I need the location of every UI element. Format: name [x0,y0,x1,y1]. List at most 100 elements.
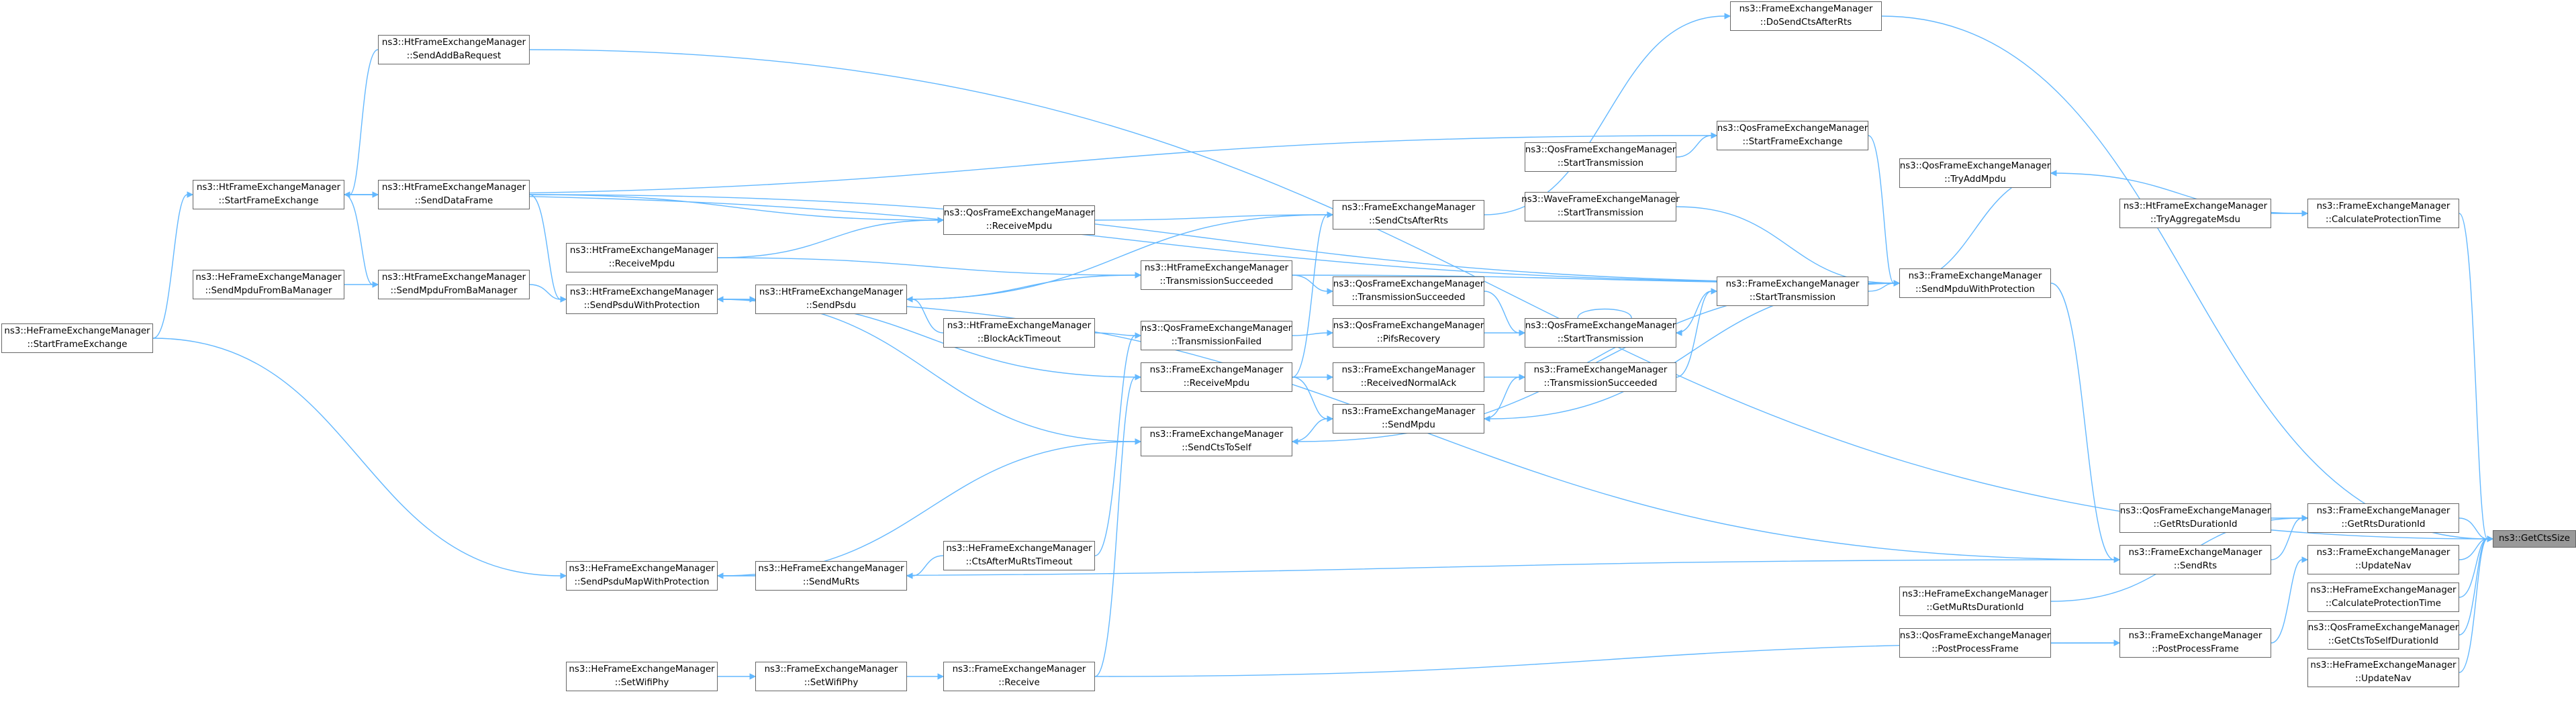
call-edge [1577,308,1632,319]
node-label-namespace: ns3::HtFrameExchangeManager [196,183,341,193]
function-node[interactable]: ns3::FrameExchangeManager::TransmissionS… [1525,362,1676,392]
call-edge [1868,135,1895,284]
edge-arrowhead [1291,438,1298,445]
edge-arrowhead [1675,330,1682,336]
function-node[interactable]: ns3::HtFrameExchangeManager::BlockAckTim… [943,318,1095,348]
function-node[interactable]: ns3::FrameExchangeManager::PostProcessFr… [2119,628,2271,658]
function-node[interactable]: ns3::QosFrameExchangeManager::GetRtsDura… [2119,503,2271,533]
function-node[interactable]: ns3::QosFrameExchangeManager::GetCtsToSe… [2307,620,2459,650]
function-node[interactable]: ns3::FrameExchangeManager::ReceiveMpdu [1141,362,1292,392]
function-node[interactable]: ns3::QosFrameExchangeManager::StartTrans… [1525,142,1676,172]
edge-arrowhead [1519,374,1526,381]
node-label-namespace: ns3::HtFrameExchangeManager [2123,201,2268,211]
call-edge [2459,213,2488,540]
function-node[interactable]: ns3::FrameExchangeManager::SetWifiPhy [755,662,907,691]
function-node[interactable]: ns3::HtFrameExchangeManager::SendDataFra… [378,180,530,209]
function-node[interactable]: ns3::HtFrameExchangeManager::SendMpduFro… [378,270,530,299]
edge-arrowhead [716,572,724,579]
edge-arrowhead [2487,536,2494,542]
function-node[interactable]: ns3::QosFrameExchangeManager::Transmissi… [1141,321,1292,350]
edge-arrowhead [2301,515,2309,521]
function-node[interactable]: ns3::FrameExchangeManager::CalculateProt… [2307,199,2459,228]
function-node[interactable]: ns3::HtFrameExchangeManager::TryAggregat… [2119,199,2271,228]
function-node[interactable]: ns3::QosFrameExchangeManager::StartFrame… [1717,121,1868,150]
function-node[interactable]: ns3::FrameExchangeManager::GetRtsDuratio… [2307,503,2459,533]
function-node[interactable]: ns3::FrameExchangeManager::StartTransmis… [1717,276,1868,306]
call-edge [529,194,939,221]
function-node[interactable]: ns3::HeFrameExchangeManager::CalculatePr… [2307,583,2459,612]
function-node[interactable]: ns3::FrameExchangeManager::SendRts [2119,545,2271,574]
function-node[interactable]: ns3::HtFrameExchangeManager::SendAddBaRe… [378,35,530,64]
function-node[interactable]: ns3::QosFrameExchangeManager::StartTrans… [1525,318,1676,348]
call-edge [344,194,1895,284]
node-label-namespace: ns3::FrameExchangeManager [764,664,898,674]
function-node[interactable]: ns3::HtFrameExchangeManager::Transmissio… [1141,260,1292,290]
function-node[interactable]: ns3::FrameExchangeManager::SendMpdu [1333,404,1484,434]
function-node[interactable]: ns3::FrameExchangeManager::SendCtsToSelf [1141,427,1292,456]
function-node[interactable]: ns3::HeFrameExchangeManager::GetMuRtsDur… [1899,587,2051,616]
node-label-namespace: ns3::QosFrameExchangeManager [1141,323,1292,334]
call-edge [1676,291,1712,334]
function-node[interactable]: ns3::QosFrameExchangeManager::Transmissi… [1333,276,1484,306]
function-node[interactable]: ns3::FrameExchangeManager::UpdateNav [2307,545,2459,574]
function-node[interactable]: ns3::HtFrameExchangeManager::SendPsduWit… [566,285,718,314]
function-node[interactable]: ns3::HeFrameExchangeManager::UpdateNav [2307,658,2459,687]
node-label-method: ::SendPsduMapWithProtection [574,577,710,587]
edge-arrowhead [1327,374,1334,381]
node-label-namespace: ns3::QosFrameExchangeManager [1525,321,1676,331]
edge-arrowhead [1711,288,1718,295]
node-label-method: ::ReceiveMpdu [608,259,675,269]
function-node[interactable]: ns3::FrameExchangeManager::ReceivedNorma… [1333,362,1484,392]
edge-arrowhead [906,572,913,579]
function-node[interactable]: ns3::WaveFrameExchangeManager::StartTran… [1521,192,1680,221]
edge-arrowhead [187,191,194,198]
edge-arrowhead [1724,13,1731,19]
node-label-method: ::SendMpduFromBaManager [205,286,332,296]
function-node[interactable]: ns3::FrameExchangeManager::Receive [943,662,1095,691]
function-node[interactable]: ns3::HtFrameExchangeManager::StartFrameE… [193,180,344,209]
node-label-method: ::SendCtsAfterRts [1368,216,1448,226]
node-label-method: ::BlockAckTimeout [977,334,1061,344]
function-node[interactable]: ns3::FrameExchangeManager::SendCtsAfterR… [1333,200,1484,230]
edge-arrowhead [906,296,913,303]
function-node[interactable]: ns3::HeFrameExchangeManager::CtsAfterMuR… [943,541,1095,570]
edge-arrowhead [1135,374,1142,381]
function-node[interactable]: ns3::HtFrameExchangeManager::ReceiveMpdu [566,243,718,272]
function-node[interactable]: ns3::HtFrameExchangeManager::SendPsdu [755,285,907,314]
node-label-method: ::CalculateProtectionTime [2325,215,2442,225]
call-edge [906,214,1328,300]
function-node[interactable]: ns3::FrameExchangeManager::SendMpduWithP… [1899,268,2051,298]
edge-arrowhead [1327,415,1334,422]
node-label-method: ::SetWifiPhy [804,678,859,688]
edge-arrowhead [1711,132,1718,139]
node-label-namespace: ns3::FrameExchangeManager [1341,203,1476,213]
function-node[interactable]: ns3::QosFrameExchangeManager::ReceiveMpd… [943,205,1095,235]
function-node[interactable]: ns3::HeFrameExchangeManager::SendMpduFro… [193,270,344,299]
node-label-namespace: ns3::HeFrameExchangeManager [1902,589,2048,599]
node-label-namespace: ns3::FrameExchangeManager [2128,631,2262,641]
call-edge [2271,517,2303,560]
call-edge [529,284,561,300]
node-label-namespace: ns3::GetCtsSize [2499,534,2570,544]
node-label-namespace: ns3::FrameExchangeManager [2316,201,2450,211]
node-label-namespace: ns3::QosFrameExchangeManager [1899,161,2051,171]
function-node[interactable]: ns3::HeFrameExchangeManager::SetWifiPhy [566,662,718,691]
node-label-method: ::SendPsdu [806,301,857,311]
function-node[interactable]: ns3::FrameExchangeManager::DoSendCtsAfte… [1730,1,1882,31]
call-edge [717,257,1136,276]
function-node[interactable]: ns3::HeFrameExchangeManager::SendMuRts [755,561,907,591]
node-label-namespace: ns3::FrameExchangeManager [1341,365,1476,375]
function-node[interactable]: ns3::QosFrameExchangeManager::TryAddMpdu [1899,158,2051,188]
node-label-namespace: ns3::QosFrameExchangeManager [1333,321,1484,331]
function-node[interactable]: ns3::QosFrameExchangeManager::PostProces… [1899,628,2051,658]
function-node[interactable]: ns3::HeFrameExchangeManager::SendPsduMap… [566,561,718,591]
function-node[interactable]: ns3::HeFrameExchangeManager::StartFrameE… [1,323,153,353]
function-node[interactable]: ns3::QosFrameExchangeManager::PifsRecove… [1333,318,1484,348]
node-label-method: ::StartTransmission [1749,293,1836,303]
call-edge [2459,538,2488,673]
node-label-namespace: ns3::FrameExchangeManager [1149,430,1284,440]
node-label-method: ::StartTransmission [1557,334,1644,344]
call-edge [1292,214,1328,378]
node-label-method: ::SendAddBaRequest [406,51,502,61]
node-label-namespace: ns3::FrameExchangeManager [1341,407,1476,417]
